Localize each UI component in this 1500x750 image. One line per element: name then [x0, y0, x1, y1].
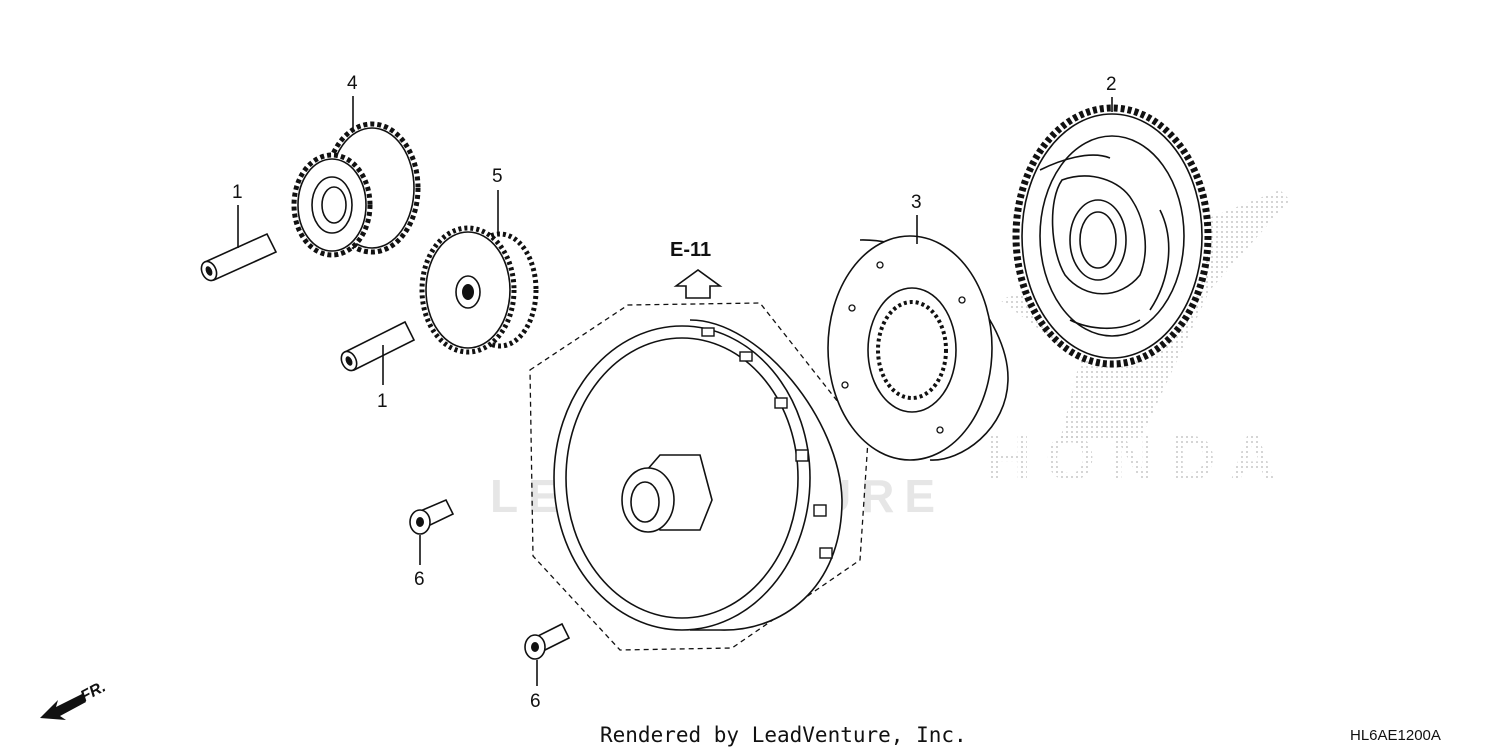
label-bolt-b: 6	[530, 691, 541, 712]
reference-label: E-11	[670, 239, 711, 261]
reference-arrow-icon	[673, 269, 723, 299]
label-idle-gear: 4	[347, 73, 358, 94]
label-reduction-gear: 5	[492, 166, 503, 187]
bolt-part-upper[interactable]	[409, 498, 455, 535]
diagram-code: HL6AE1200A	[1350, 727, 1441, 744]
label-pin-b: 1	[377, 391, 388, 412]
label-clutch: 3	[911, 192, 922, 213]
bolt-part-lower[interactable]	[524, 622, 571, 660]
label-bolt-a: 6	[414, 569, 425, 590]
label-driven-gear: 2	[1106, 74, 1117, 95]
starter-clutch-part[interactable]	[827, 235, 1009, 461]
footer-credit: Rendered by LeadVenture, Inc.	[600, 723, 967, 747]
idle-gear-part[interactable]	[291, 121, 421, 258]
reduction-gear-part[interactable]	[419, 225, 539, 355]
assembly-boundary	[529, 302, 869, 651]
label-pin-a: 1	[232, 182, 243, 203]
honda-watermark-text: HONDA	[985, 422, 1290, 494]
pin-part-lower[interactable]	[338, 320, 416, 373]
front-direction-arrow-icon	[40, 694, 86, 720]
driven-gear-part[interactable]	[1012, 104, 1212, 368]
flywheel-part[interactable]	[553, 319, 843, 631]
pin-part-upper[interactable]	[199, 232, 278, 283]
